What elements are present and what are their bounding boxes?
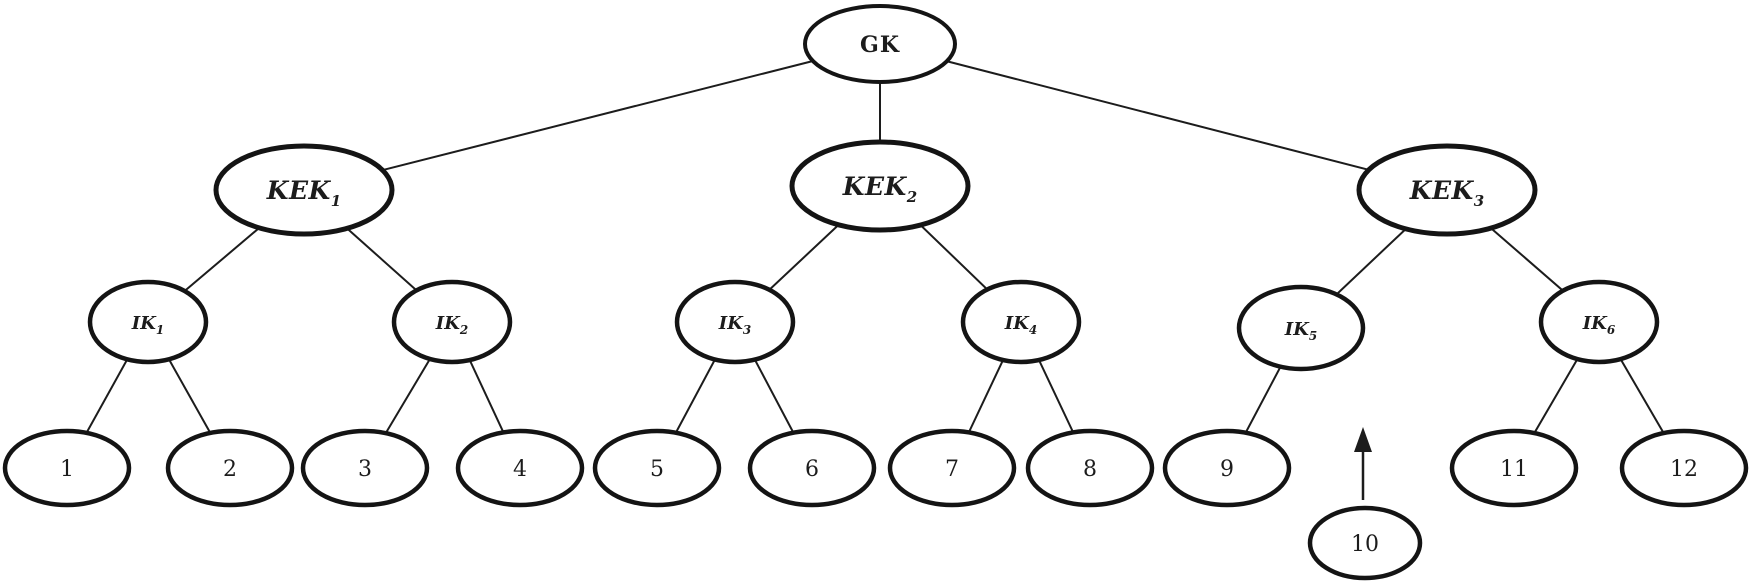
node-kek2-ellipse [789,139,971,233]
node-leaf-12-label: 12 [1670,457,1698,482]
node-kek3-ellipse [1356,143,1538,237]
node-leaf-6: 6 [747,428,877,508]
node-ik6-ellipse [1538,279,1660,365]
node-ik3-ellipse [674,279,796,365]
node-leaf-11: 11 [1449,428,1579,508]
node-kek3: KEK3 [1356,143,1538,237]
node-ik4-label: IK4 [1004,313,1037,337]
node-leaf-8: 8 [1025,428,1155,508]
node-leaf-10-label: 10 [1351,532,1379,557]
node-leaf-1-ellipse [2,428,132,508]
node-leaf-11-label: 11 [1500,457,1528,482]
node-ik5: IK5 [1236,284,1366,372]
node-leaf-3: 3 [300,428,430,508]
node-ik6-label: IK6 [1582,313,1616,337]
node-leaf-1-label: 1 [60,457,74,482]
node-leaf-4: 4 [455,428,585,508]
node-leaf-8-label: 8 [1083,457,1097,482]
node-leaf-12-ellipse [1619,428,1749,508]
node-leaf-7: 7 [887,428,1017,508]
node-leaf-2-label: 2 [223,457,237,482]
node-leaf-9: 9 [1162,428,1292,508]
node-gk: GK [803,4,957,84]
node-leaf-4-label: 4 [513,457,527,482]
node-leaf-4-ellipse [455,428,585,508]
node-ik1-label: IK1 [131,313,164,337]
node-ik5-ellipse [1236,284,1366,372]
node-leaf-6-ellipse [747,428,877,508]
node-leaf-3-label: 3 [358,457,372,482]
node-gk-label: GK [860,32,900,58]
node-ik2-ellipse [391,279,513,365]
node-leaf-9-label: 9 [1220,457,1234,482]
node-leaf-12: 12 [1619,428,1749,508]
edge-gk-kek1 [303,43,881,191]
node-leaf-5: 5 [592,428,722,508]
up-arrow-icon [1354,427,1372,500]
node-leaf-7-ellipse [887,428,1017,508]
node-ik4: IK4 [960,279,1082,365]
node-kek1-label: KEK1 [266,176,341,210]
node-ik2: IK2 [391,279,513,365]
node-ik1-ellipse [87,279,209,365]
node-leaf-9-ellipse [1162,428,1292,508]
node-leaf-11-ellipse [1449,428,1579,508]
node-ik5-label: IK5 [1284,319,1317,343]
node-leaf-7-label: 7 [945,457,959,482]
node-kek2-label: KEK2 [842,172,917,206]
node-kek1: KEK1 [213,143,395,237]
node-leaf-10-joining: 10 [1307,505,1423,581]
tree-edges [66,43,1685,469]
node-ik3-label: IK3 [718,313,751,337]
node-leaf-2-ellipse [165,428,295,508]
node-ik4-ellipse [960,279,1082,365]
node-leaf-8-ellipse [1025,428,1155,508]
node-ik6: IK6 [1538,279,1660,365]
node-leaf-3-ellipse [300,428,430,508]
node-kek2: KEK2 [789,139,971,233]
node-leaf-5-label: 5 [650,457,664,482]
up-arrow-head [1354,427,1372,452]
node-leaf-5-ellipse [592,428,722,508]
node-gk-ellipse [803,4,957,84]
node-leaf-2: 2 [165,428,295,508]
node-leaf-6-label: 6 [805,457,819,482]
node-leaf-1: 1 [2,428,132,508]
node-ik2-label: IK2 [435,313,468,337]
edge-gk-kek3 [879,43,1448,191]
node-leaf-10-ellipse [1307,505,1423,581]
node-kek1-ellipse [213,143,395,237]
node-kek3-label: KEK3 [1409,176,1484,210]
node-ik1: IK1 [87,279,209,365]
node-ik3: IK3 [674,279,796,365]
